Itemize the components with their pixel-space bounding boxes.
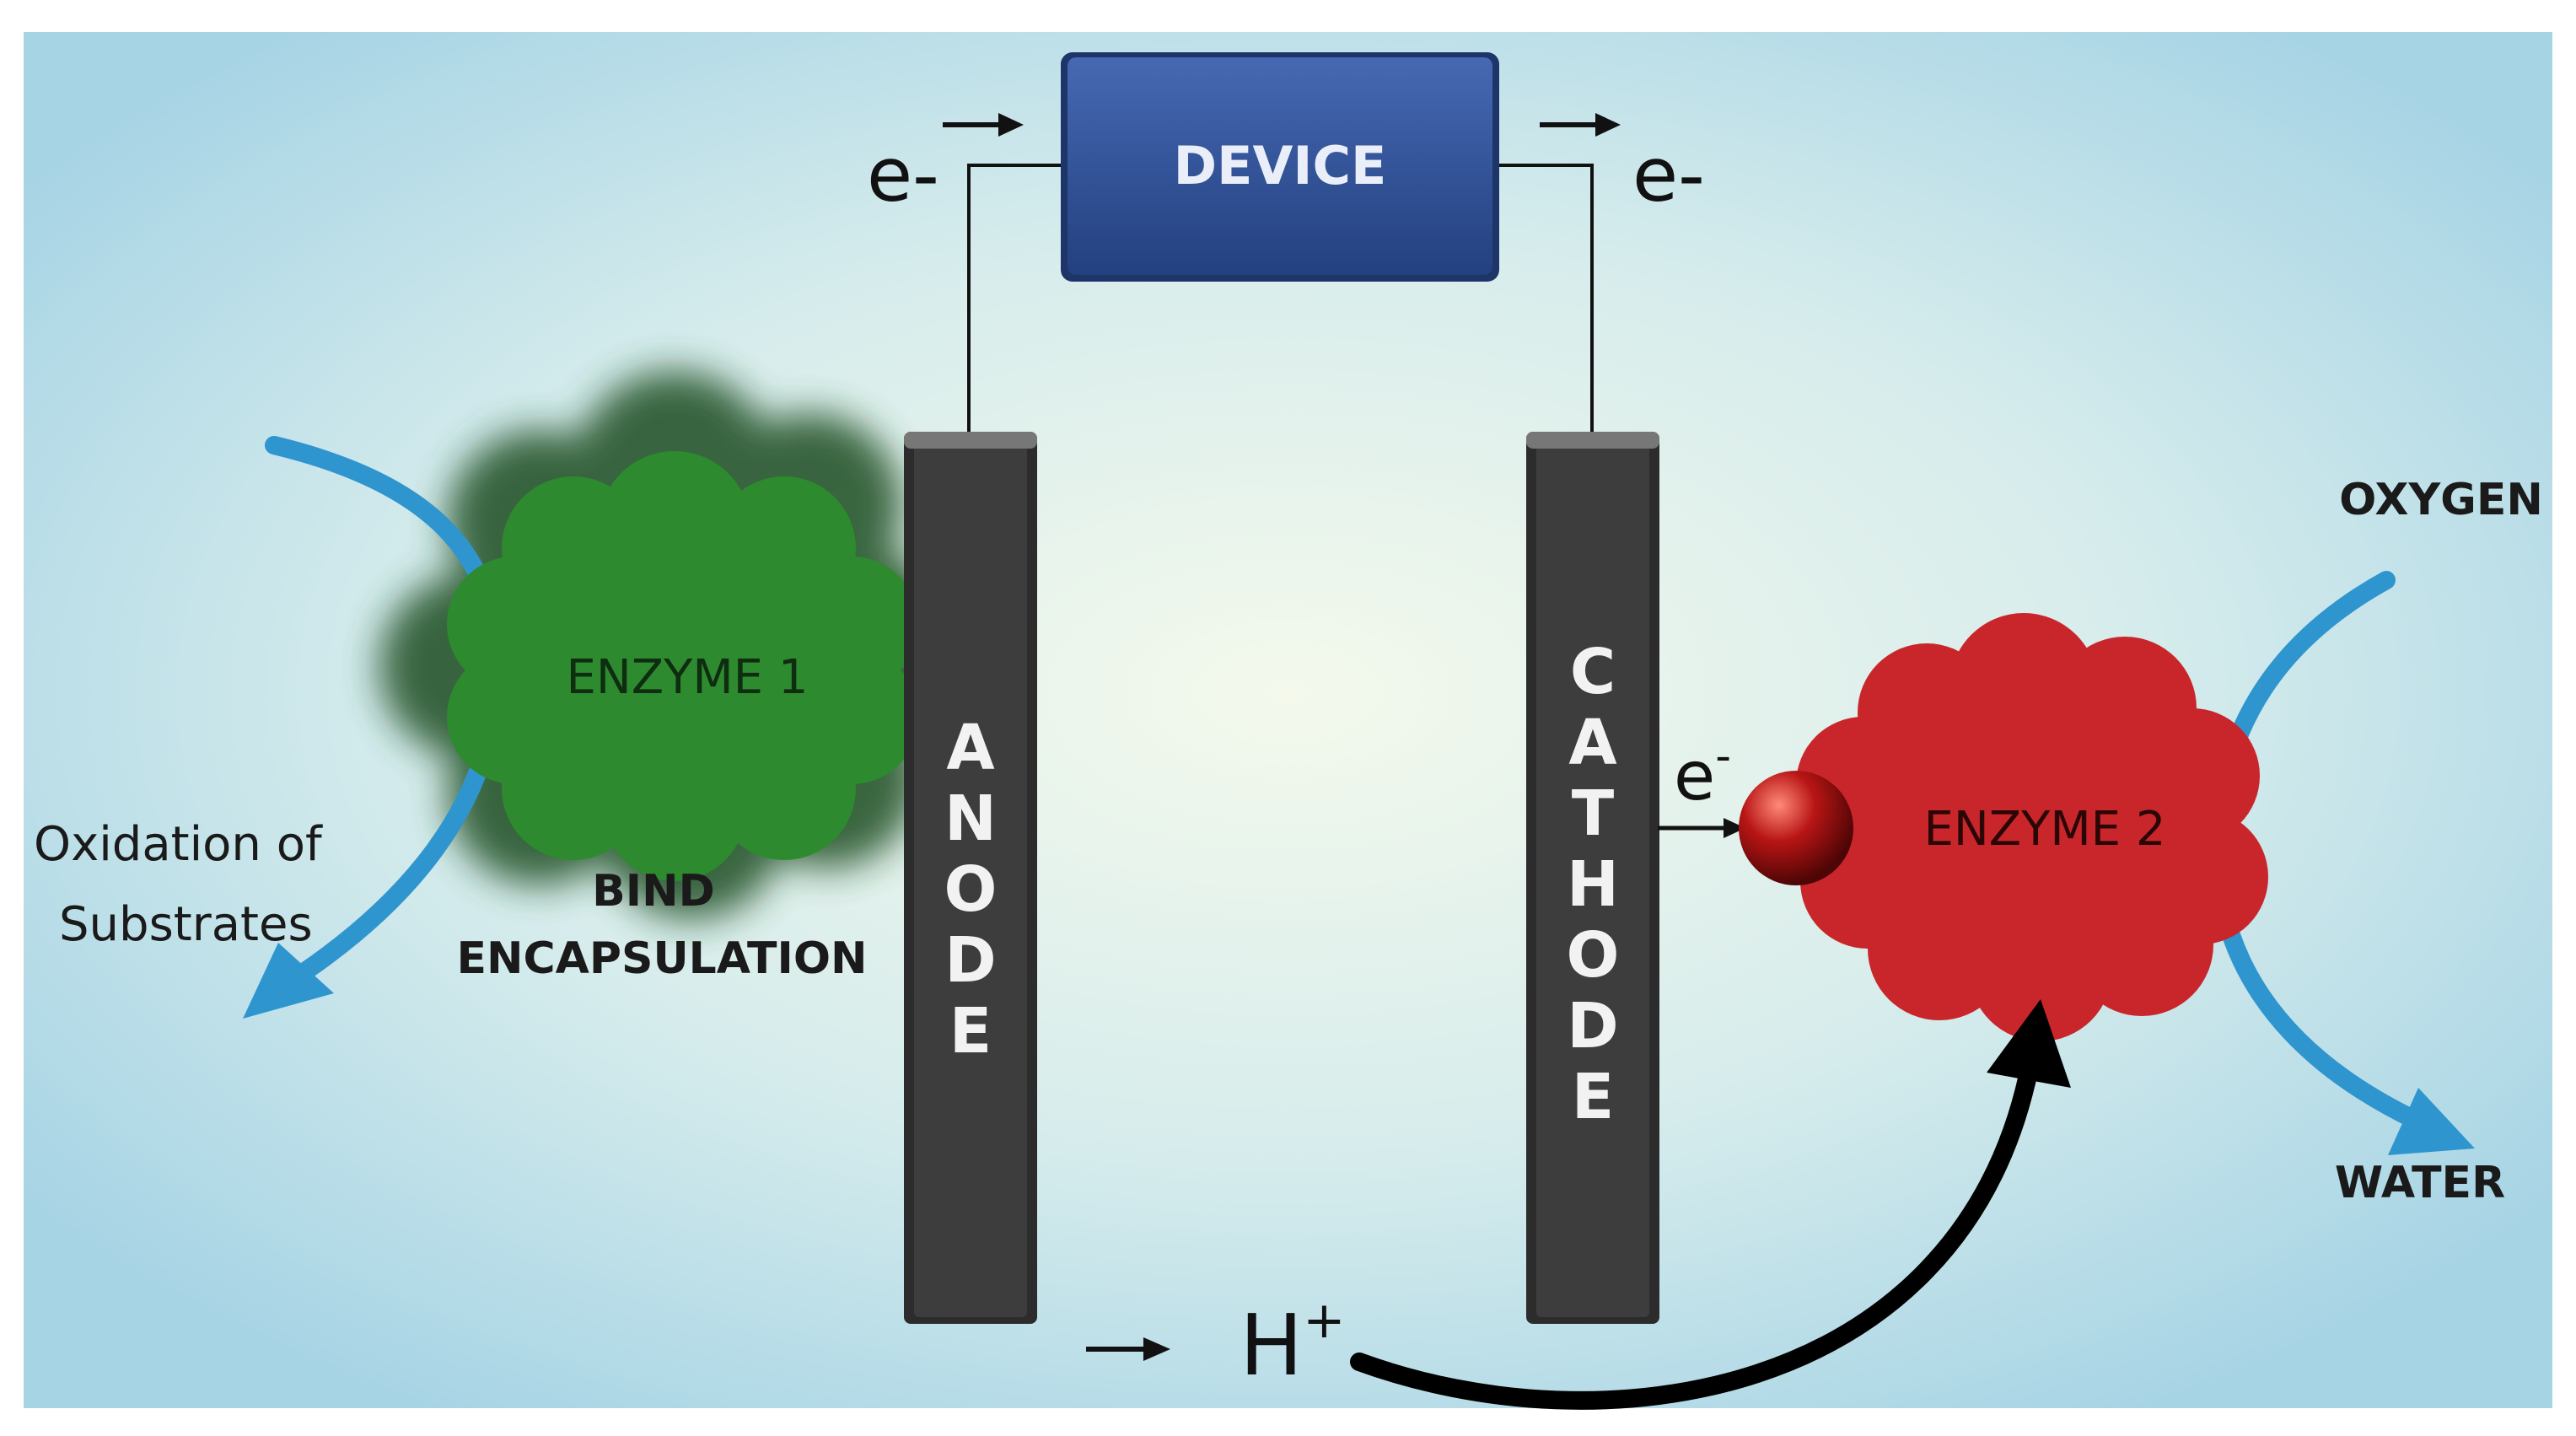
enzyme-2-cloud <box>1796 613 2268 1041</box>
cathode-electron-letter: e <box>1674 737 1715 815</box>
cathode-electron-label: e- <box>1674 731 1731 815</box>
water-label: WATER <box>2335 1158 2505 1208</box>
device-label: DEVICE <box>1174 135 1387 196</box>
cathode-letter-4: O <box>1567 919 1620 992</box>
proton-small-arrow <box>1086 1337 1170 1361</box>
cathode-letter-0: C <box>1570 636 1616 708</box>
enzyme-2-label: ENZYME 2 <box>1924 802 2166 857</box>
cathode-letter-3: H <box>1567 848 1619 921</box>
proton-transfer-arrow <box>1350 999 2071 1410</box>
redox-mediator-ball <box>1739 771 1853 885</box>
oxidation-label-line2: Substrates <box>59 897 313 952</box>
anode-wire <box>967 164 1061 472</box>
cathode-letter-1: A <box>1568 707 1616 779</box>
enzyme-1-cloud <box>447 451 919 881</box>
proton-letter: H <box>1240 1296 1303 1395</box>
electron-label-right: e- <box>1632 132 1705 218</box>
external-circuit-wires <box>967 164 1594 472</box>
proton-label: H+ <box>1240 1291 1345 1395</box>
anode-letter-1: N <box>944 783 997 855</box>
cathode-electron-arrow <box>1658 818 1745 838</box>
oxidation-label-line1: Oxidation of <box>34 817 323 872</box>
proton-sup: + <box>1303 1291 1345 1350</box>
anode-electrode <box>904 432 1037 1324</box>
anode-letter-0: A <box>946 712 994 784</box>
enzyme-1-label: ENZYME 1 <box>567 650 809 705</box>
anode-letter-2: O <box>944 853 998 926</box>
encapsulation-label: ENCAPSULATION <box>456 933 867 984</box>
cathode-electron-sup: - <box>1715 731 1731 782</box>
oxygen-label: OXYGEN <box>2339 475 2543 525</box>
cathode-letter-6: E <box>1572 1061 1615 1133</box>
bind-label: BIND <box>592 866 715 917</box>
electron-label-left: e- <box>867 132 939 218</box>
electron-flow-arrows <box>943 113 1621 137</box>
device-box: DEVICE <box>1061 52 1499 282</box>
anode-letter-3: D <box>944 924 996 997</box>
cathode-wire <box>1498 164 1594 437</box>
cathode-letter-2: T <box>1572 777 1615 850</box>
anode-letter-4: E <box>949 995 992 1068</box>
cathode-electrode <box>1526 432 1659 1324</box>
cathode-letter-5: D <box>1567 990 1618 1062</box>
